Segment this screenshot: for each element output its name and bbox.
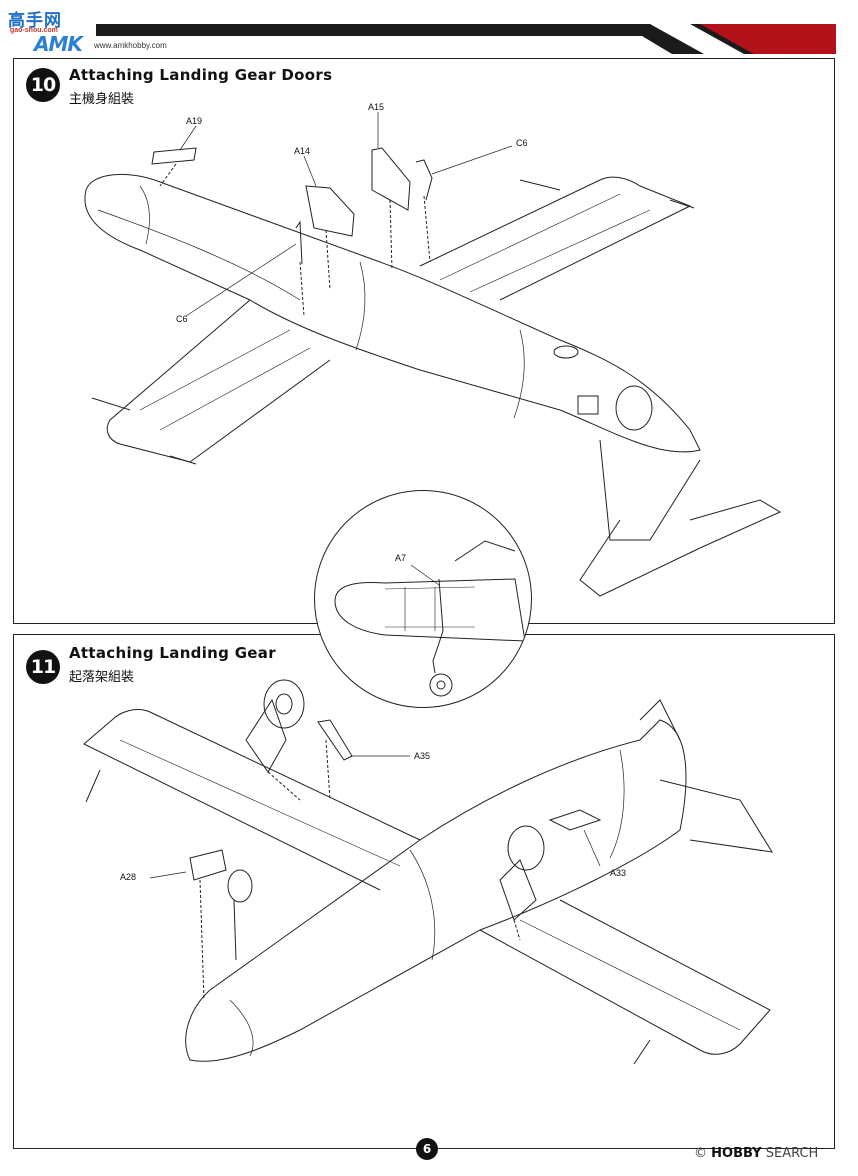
part-a19-shape	[151, 147, 197, 165]
main-gear-right	[499, 809, 602, 941]
part-a33-shape	[548, 809, 602, 831]
header-red-stripe	[700, 24, 836, 54]
part-c6-top-shape	[415, 159, 433, 201]
logo-cn: 高手网	[8, 11, 62, 31]
inset-gear-strut	[432, 578, 444, 674]
inset-diagram: A7	[334, 540, 526, 697]
part-label-a35: A35	[414, 751, 430, 761]
watermark-symbol: ©	[694, 1146, 707, 1161]
inset-nose-shape	[334, 578, 526, 642]
step-10-title: Attaching Landing Gear Doors	[69, 66, 333, 84]
watermark: © HOBBY SEARCH	[694, 1146, 818, 1161]
step-11-subtitle: 起落架組裝	[69, 670, 135, 685]
aircraft-right-wing	[419, 176, 695, 301]
aircraft-wings-bottom	[83, 709, 771, 1065]
part-a14-shape	[305, 185, 355, 237]
aircraft-fuselage-bottom	[185, 719, 687, 1062]
step-11-panel	[13, 634, 835, 1149]
inset-wheel	[429, 673, 453, 697]
aircraft-tail-bottom	[639, 699, 773, 853]
header-white-stripe	[650, 24, 744, 54]
aircraft-tail	[579, 439, 782, 597]
part-label-c6-top: C6	[516, 138, 528, 148]
watermark-brand: HOBBY	[711, 1146, 762, 1161]
main-gear-left	[245, 679, 353, 801]
part-label-a33: A33	[610, 868, 626, 878]
inset-part-label-a7: A7	[395, 553, 406, 563]
part-a35-shape	[317, 719, 353, 761]
part-c6-left-shape	[295, 220, 303, 265]
step-10-number: 10	[26, 68, 60, 102]
website-url: www.amkhobby.com	[94, 41, 167, 50]
leader-lines	[179, 112, 513, 317]
step-11-title: Attaching Landing Gear	[69, 644, 276, 662]
step-11-number: 11	[26, 650, 60, 684]
logo-amk: AMK	[34, 32, 83, 56]
header-dark-band	[96, 24, 836, 54]
step-10-subtitle: 主機身組裝	[69, 92, 135, 107]
step-10-diagram: A19 A14 A15 C6 C6	[84, 102, 782, 597]
part-a15-shape	[371, 147, 411, 211]
part-a28-shape	[189, 849, 227, 881]
part-label-a14: A14	[294, 146, 310, 156]
leader-lines-11	[149, 755, 601, 879]
inset-canopy-shape	[454, 540, 516, 562]
watermark-text: SEARCH	[765, 1146, 819, 1161]
logo-sub: gao-shou.com	[10, 27, 58, 34]
part-label-a28: A28	[120, 872, 136, 882]
page-number: 6	[416, 1138, 438, 1160]
aircraft-cockpit	[553, 345, 653, 431]
nose-gear	[189, 849, 253, 1001]
part-label-a15: A15	[368, 102, 384, 112]
gear-door-parts	[151, 147, 433, 317]
part-label-a19: A19	[186, 116, 202, 126]
aircraft-left-wing	[91, 299, 331, 465]
detail-inset-circle: A7	[314, 490, 532, 708]
part-label-c6-left: C6	[176, 314, 188, 324]
header-graphic	[96, 24, 836, 54]
